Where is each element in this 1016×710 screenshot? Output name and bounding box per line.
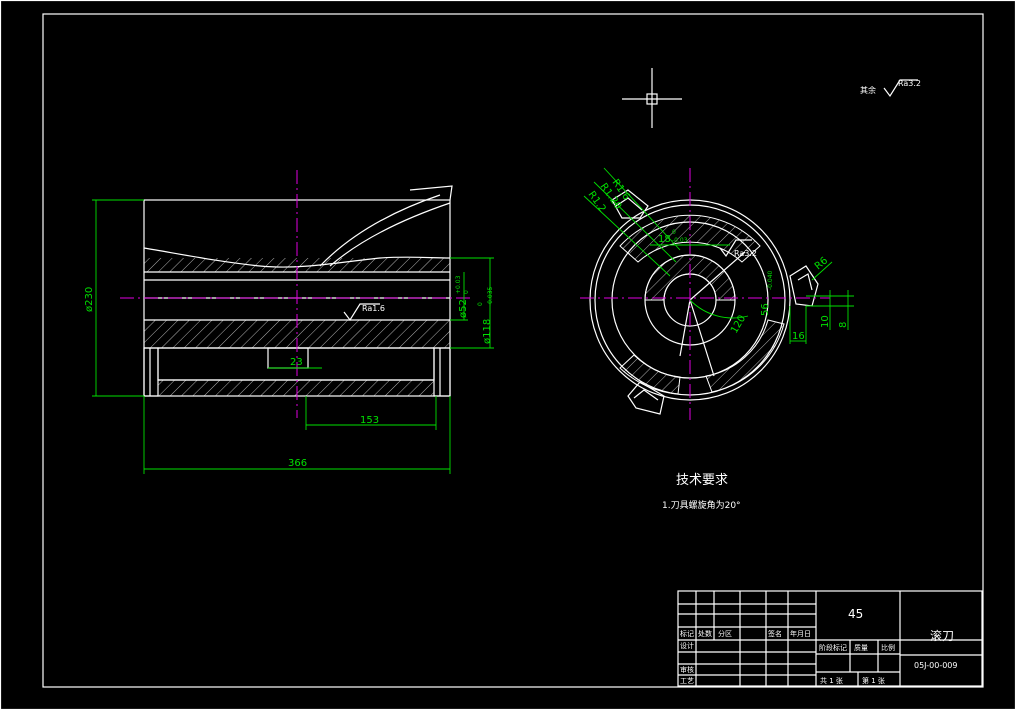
dim-56: 56	[760, 303, 771, 316]
title-sheet-no: 第 1 张	[862, 676, 885, 685]
roughness-symbol-1	[343, 303, 380, 322]
hatch-bottom-strip	[158, 380, 434, 396]
dim-18-tol-lower: -0.03	[672, 237, 688, 244]
title-block: 45 滚刀 05J-00-009 标记 处数 分区 签名 年月日 设计 审核 工…	[677, 590, 983, 687]
dim-16: 16	[792, 331, 805, 342]
title-designer: 设计	[680, 641, 694, 650]
title-part-name: 滚刀	[930, 628, 954, 643]
tooth-flank	[319, 194, 451, 267]
dim-8: 8	[838, 322, 849, 328]
dim-length-366: 366	[288, 458, 307, 469]
dim-bore-52-tol-upper: +0.03	[455, 275, 462, 294]
dim-18: 18	[658, 234, 671, 245]
dim-10: 10	[820, 315, 831, 328]
title-stage-mark: 阶段标记	[819, 643, 847, 652]
title-col-mark: 标记	[680, 629, 694, 638]
tooth-right	[789, 265, 819, 307]
title-col-date: 年月日	[790, 629, 811, 638]
title-sheets-total: 共 1 张	[820, 676, 843, 685]
title-scale: 比例	[881, 643, 895, 652]
title-process: 工艺	[680, 677, 694, 685]
dim-r6: R6	[813, 255, 830, 272]
title-col-count: 处数	[698, 629, 712, 638]
dim-118: ø118	[482, 319, 493, 344]
title-col-sign: 签名	[768, 629, 782, 638]
dim-118-tol-lower: -0.035	[487, 286, 494, 306]
hatch-upper-strip	[144, 258, 450, 272]
surface-note: 其余 Ra3.2	[860, 79, 921, 98]
tech-req-title: 技术要求	[676, 473, 728, 488]
title-weight: 质量	[854, 643, 868, 652]
roughness-1: Ra1.6	[362, 304, 385, 313]
crosshair-icon	[622, 68, 682, 128]
inner-frame	[42, 13, 984, 688]
tooth-bottom	[627, 381, 665, 415]
hatched-sector	[644, 254, 736, 301]
dim-diameter-230: ø230	[84, 287, 95, 312]
title-col-zone: 分区	[718, 629, 732, 638]
dim-18-tol-upper: 0	[672, 229, 676, 236]
surface-note-value: Ra3.2	[898, 79, 921, 88]
front-view: ø230 366 153 23 ø52 +0.03 0 ø118 0 -0.03…	[84, 170, 494, 474]
roughness-2: Ra3.2	[734, 249, 757, 258]
dim-118-tol-upper: 0	[477, 302, 484, 306]
title-drawing-number: 05J-00-009	[914, 661, 957, 670]
dim-23: 23	[290, 357, 303, 368]
title-reviewer: 审核	[680, 665, 694, 674]
dim-153: 153	[360, 415, 379, 426]
dim-56-tol: -0.040	[767, 270, 774, 290]
roughness-symbol-2	[719, 239, 752, 258]
dim-bore-52: ø52	[458, 299, 469, 318]
tech-req-item-1: 1.刀具螺旋角为20°	[662, 499, 741, 511]
dim-bore-52-tol-lower: 0	[463, 290, 470, 294]
title-material: 45	[848, 607, 863, 621]
surface-note-label: 其余	[860, 85, 876, 95]
side-view: 18 0 -0.03 Ra3.2 R1.6 R1.20 R1.2 56 -0.0…	[580, 167, 854, 420]
technical-requirements: 技术要求 1.刀具螺旋角为20°	[662, 473, 741, 511]
